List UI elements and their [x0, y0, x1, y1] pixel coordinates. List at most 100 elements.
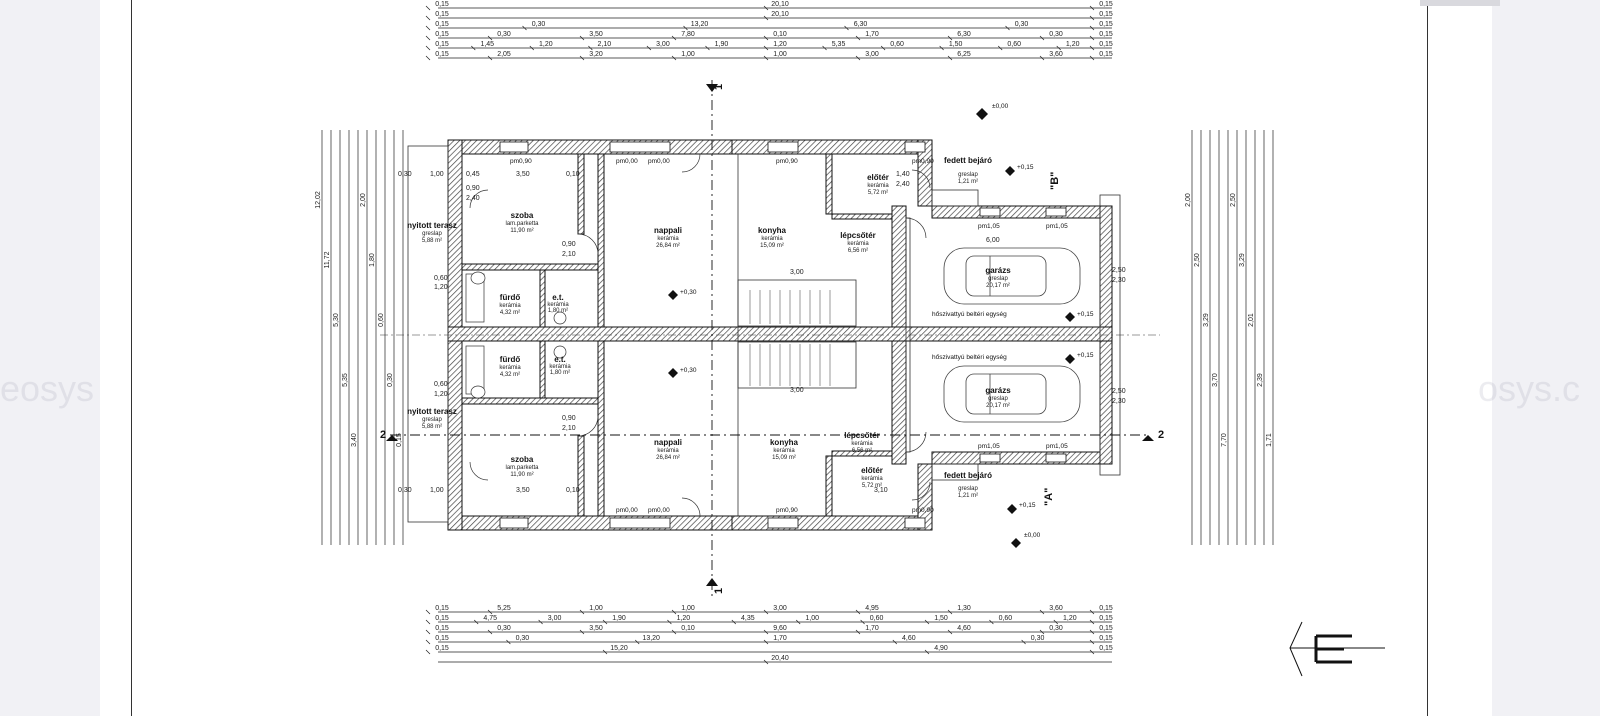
top-dim-tick: [763, 35, 769, 41]
inner-dim: 1,00: [430, 487, 444, 494]
bottom-dim-value: 0,10: [681, 625, 695, 632]
svg-text:kerámia: kerámia: [861, 476, 883, 482]
svg-text:+0,30: +0,30: [680, 289, 697, 296]
svg-text:20,17 m²: 20,17 m²: [986, 403, 1010, 409]
inner-dim: 0,60: [434, 275, 448, 282]
room-bejaro-bottom: fedett bejáró greslap 1,21 m²: [944, 471, 992, 499]
bottom-dim-value: 0,15: [435, 625, 449, 632]
svg-text:kerámia: kerámia: [499, 303, 521, 309]
bottom-dim-value: 0,15: [435, 605, 449, 612]
inner-dim: 3,00: [790, 269, 804, 276]
svg-text:5,72 m²: 5,72 m²: [862, 483, 882, 489]
top-dim-tick: [844, 25, 849, 31]
top-dim-value: 1,70: [865, 31, 879, 38]
bottom-dim-tick: [1089, 639, 1095, 645]
door-swings: [469, 153, 931, 517]
level-marker-zero-top: ±0,00: [976, 103, 1009, 120]
left-dim-value: 11,72: [324, 251, 331, 268]
svg-text:+0,15: +0,15: [1017, 164, 1034, 171]
bottom-dim-tick: [1039, 629, 1045, 635]
top-dim-tick: [1056, 45, 1061, 51]
room-eloter-bottom: előtér kerámia 5,72 m²: [861, 466, 883, 489]
svg-text:15,09 m²: 15,09 m²: [760, 243, 784, 249]
svg-text:kerámia: kerámia: [773, 448, 795, 454]
bottom-dim-value: 1,00: [589, 605, 603, 612]
svg-text:előtér: előtér: [867, 173, 889, 182]
bottom-dim-value: 4,75: [483, 615, 497, 622]
top-dim-value: 1,45: [480, 41, 494, 48]
section-line-1: [706, 80, 718, 600]
top-dim-value: 3,20: [589, 51, 603, 58]
svg-text:konyha: konyha: [758, 226, 787, 235]
car-top: [943, 247, 1081, 305]
top-dim-value: 1,50: [949, 41, 963, 48]
room-konyha-top: konyha kerámia 15,09 m²: [758, 226, 787, 249]
bottom-dim-value: 0,15: [1099, 635, 1113, 642]
bottom-dim-value: 1,70: [865, 625, 879, 632]
top-dim-tick: [683, 25, 688, 31]
bottom-dim-tick: [634, 639, 640, 645]
bottom-dim-value: 1,30: [957, 605, 971, 612]
top-dim-tick: [1089, 45, 1095, 51]
bottom-dim-value: 1,50: [934, 615, 948, 622]
bottom-dim-tick: [538, 619, 543, 625]
svg-text:konyha: konyha: [770, 438, 799, 447]
bottom-dim-value: 0,60: [999, 615, 1013, 622]
section-2-right-label: 2: [1158, 429, 1164, 441]
room-nappali-bottom: nappali kerámia 26,84 m²: [654, 438, 682, 461]
level-marker-15-garage-top: +0,15: [1065, 311, 1094, 322]
right-dim-value: 2,39: [1257, 373, 1264, 387]
top-dim-tick: [425, 25, 431, 31]
svg-text:26,84 m²: 26,84 m²: [656, 455, 680, 461]
top-dim-tick: [425, 5, 431, 11]
svg-text:1,21 m²: 1,21 m²: [958, 179, 978, 185]
bottom-dim-tick: [1053, 619, 1059, 625]
bottom-dim-value: 0,15: [1099, 645, 1113, 652]
bottom-dim-tick: [579, 609, 585, 615]
top-dim-value: 0,15: [435, 11, 449, 18]
left-dim-value: 5,35: [342, 373, 349, 387]
left-dim-value: 2,00: [360, 193, 367, 207]
right-dimension-chain: 2,002,503,293,707,702,503,292,012,391,71: [1185, 130, 1274, 545]
bottom-dim-value: 1,70: [773, 635, 787, 642]
bottom-dim-value: 0,15: [435, 635, 449, 642]
inner-dim: 3,10: [874, 487, 888, 494]
drawing-sheet: [100, 0, 1492, 716]
top-dim-value: 1,00: [681, 51, 695, 58]
svg-text:e.t.: e.t.: [554, 355, 566, 364]
room-szoba-bottom: szoba lam.parketta 11,90 m²: [505, 455, 539, 478]
top-dim-tick: [671, 35, 677, 41]
bottom-dim-value: 0,30: [1031, 635, 1045, 642]
top-dim-tick: [579, 55, 585, 61]
bottom-dim-value: 0,30: [516, 635, 530, 642]
top-dim-tick: [822, 45, 827, 51]
right-dim-value: 7,70: [1221, 433, 1228, 447]
svg-text:5,88 m²: 5,88 m²: [422, 238, 442, 244]
room-terasz-bottom: nyitott terasz greslap 5,88 m²: [407, 407, 457, 430]
svg-text:5,72 m²: 5,72 m²: [868, 190, 888, 196]
top-dim-tick: [1005, 25, 1010, 31]
room-eloter-top: előtér kerámia 5,72 m²: [867, 173, 889, 196]
inner-dim: 2,40: [466, 195, 480, 202]
top-dim-tick: [471, 45, 476, 51]
top-dim-tick: [1039, 55, 1045, 61]
room-szoba-top: szoba lam.parketta 11,90 m²: [505, 211, 539, 234]
room-lepcsoter-bottom: lépcsőtér kerámia 6,56 m²: [844, 431, 880, 454]
bottom-dim-value: 0,15: [435, 645, 449, 652]
top-dim-tick: [425, 55, 431, 61]
svg-text:fürdő: fürdő: [500, 293, 521, 302]
bottom-dim-tick: [763, 659, 769, 665]
bottom-dim-tick: [855, 609, 861, 615]
bottom-dim-value: 15,20: [610, 645, 628, 652]
top-dim-value: 2,05: [497, 51, 511, 58]
svg-text:lam.parketta: lam.parketta: [505, 465, 539, 471]
svg-text:fedett bejáró: fedett bejáró: [944, 156, 992, 165]
inner-dim: 0,10: [566, 487, 580, 494]
svg-text:26,84 m²: 26,84 m²: [656, 243, 680, 249]
svg-text:4,32 m²: 4,32 m²: [500, 372, 520, 378]
room-el-top: e.t. kerámia 1,80 m²: [547, 293, 569, 314]
top-dim-tick: [671, 55, 677, 61]
top-dim-value: 1,20: [773, 41, 787, 48]
svg-text:nyitott terasz: nyitott terasz: [407, 221, 457, 230]
